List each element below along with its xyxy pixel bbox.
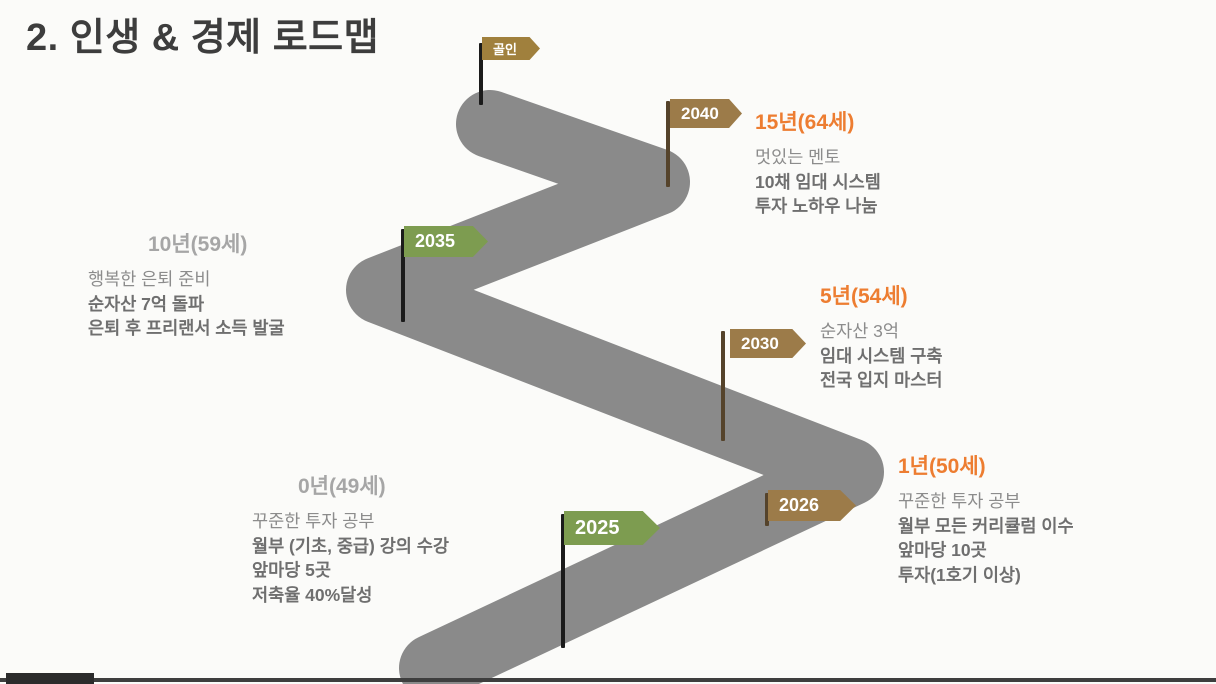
milestone-line: 전국 입지 마스터 <box>820 370 943 390</box>
milestone-line: 순자산 3억 <box>820 321 899 341</box>
milestone-2035-textblock: 10년(59세) 행복한 은퇴 준비 순자산 7억 돌파 은퇴 후 프리랜서 소… <box>88 228 285 341</box>
milestone-2040-textblock: 15년(64세) 멋있는 멘토 10채 임대 시스템 투자 노하우 나눔 <box>755 106 881 219</box>
milestone-line: 앞마당 10곳 <box>898 540 987 560</box>
flag-2026: 2026 <box>768 490 856 521</box>
milestone-line: 꾸준한 투자 공부 <box>898 491 1021 511</box>
goal-flag-label: 골인 <box>493 42 517 57</box>
milestone-line: 멋있는 멘토 <box>755 147 841 167</box>
flag-pole-2026 <box>765 493 769 526</box>
milestone-2026-textblock: 1년(50세) 꾸준한 투자 공부 월부 모든 커리큘럼 이수 앞마당 10곳 … <box>898 450 1074 587</box>
milestone-line: 꾸준한 투자 공부 <box>252 511 375 531</box>
flag-pole-2030 <box>721 331 725 441</box>
milestone-line: 은퇴 후 프리랜서 소득 발굴 <box>88 318 285 338</box>
cropped-footer-text <box>6 673 94 684</box>
flag-2030: 2030 <box>730 329 806 358</box>
milestone-line: 임대 시스템 구축 <box>820 345 943 366</box>
goal-flag: 골인 <box>482 37 540 60</box>
milestone-line: 월부 (기초, 중급) 강의 수강 <box>252 535 449 556</box>
flag-2025: 2025 <box>564 511 660 545</box>
milestone-line: 저축율 40%달성 <box>252 584 373 605</box>
flag-2035-label: 2035 <box>415 231 456 251</box>
flag-2026-label: 2026 <box>779 495 820 515</box>
flag-2040-label: 2040 <box>681 103 719 123</box>
milestone-line: 월부 모든 커리큘럼 이수 <box>898 515 1074 536</box>
milestone-line: 앞마당 5곳 <box>252 560 331 580</box>
milestone-2025-textblock: 0년(49세) 꾸준한 투자 공부 월부 (기초, 중급) 강의 수강 앞마당 … <box>252 470 449 607</box>
milestone-line: 행복한 은퇴 준비 <box>88 269 211 289</box>
flag-pole-2035 <box>401 229 405 322</box>
flag-pole-2025 <box>561 514 565 648</box>
page-title: 2. 인생 & 경제 로드맵 <box>26 17 380 59</box>
flag-2030-label: 2030 <box>741 333 779 353</box>
flag-2040: 2040 <box>670 99 742 128</box>
milestone-line: 10채 임대 시스템 <box>755 171 881 192</box>
milestone-2026-period: 1년(50세) <box>898 455 986 478</box>
milestone-2030-period: 5년(54세) <box>820 285 908 308</box>
milestone-2025-period: 0년(49세) <box>298 475 386 498</box>
milestone-line: 순자산 7억 돌파 <box>88 293 205 314</box>
goal-flag-pole <box>479 43 483 105</box>
flag-2025-label: 2025 <box>575 516 620 539</box>
milestone-line: 투자 노하우 나눔 <box>755 196 878 216</box>
flag-2035: 2035 <box>404 226 488 257</box>
milestone-2030-textblock: 5년(54세) 순자산 3억 임대 시스템 구축 전국 입지 마스터 <box>820 280 942 393</box>
milestone-2035-period: 10년(59세) <box>148 233 248 256</box>
milestone-2040-period: 15년(64세) <box>755 111 855 134</box>
slide-bottom-border <box>0 678 1216 682</box>
flag-pole-2040 <box>666 101 670 187</box>
milestone-line: 투자(1호기 이상) <box>898 564 1021 585</box>
